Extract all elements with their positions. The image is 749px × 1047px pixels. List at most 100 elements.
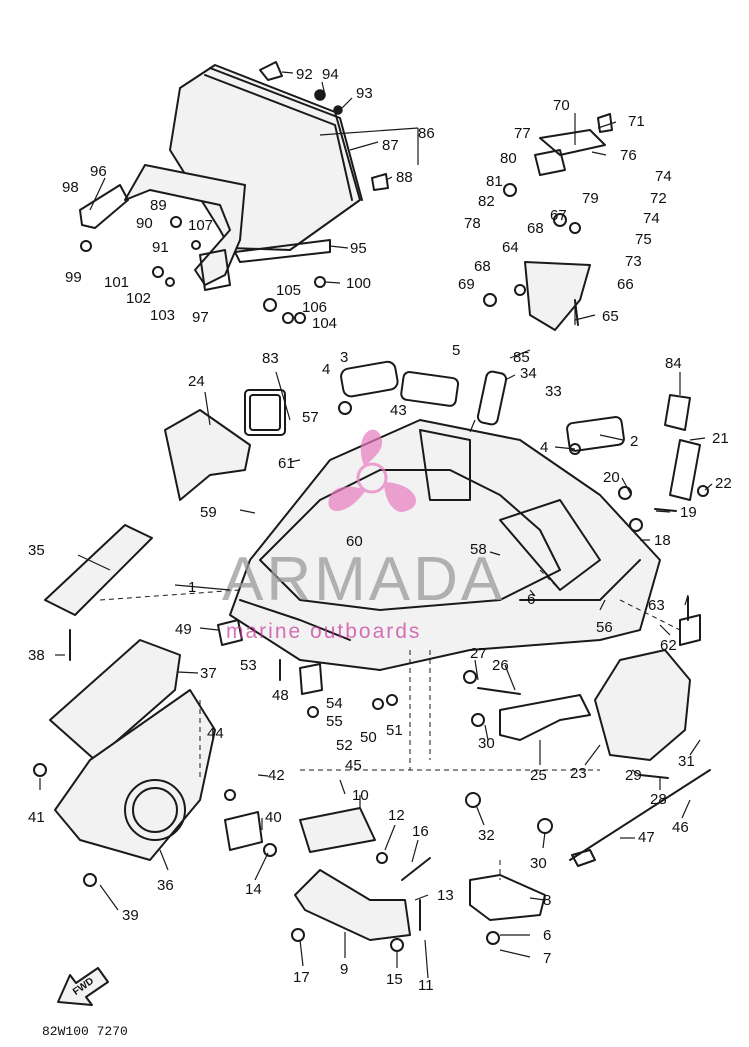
callout-53: 53 bbox=[240, 657, 257, 674]
callout-106: 106 bbox=[302, 299, 327, 316]
callout-83: 83 bbox=[262, 350, 279, 367]
callout-15: 15 bbox=[386, 971, 403, 988]
right-lower-parts bbox=[469, 614, 711, 921]
callout-55: 55 bbox=[326, 713, 343, 730]
callout-43: 43 bbox=[390, 402, 407, 419]
callout-101: 101 bbox=[104, 274, 129, 291]
windshield-assembly bbox=[79, 61, 389, 291]
callout-72: 72 bbox=[650, 190, 667, 207]
callout-73: 73 bbox=[625, 253, 642, 270]
callout-45: 45 bbox=[345, 757, 362, 774]
callout-99: 99 bbox=[65, 269, 82, 286]
callout-10: 10 bbox=[352, 787, 369, 804]
callout-33: 33 bbox=[545, 383, 562, 400]
callout-9: 9 bbox=[340, 961, 348, 978]
callout-18: 18 bbox=[654, 532, 671, 549]
callout-40: 40 bbox=[265, 809, 282, 826]
callout-7: 7 bbox=[543, 950, 551, 967]
callout-31: 31 bbox=[678, 753, 695, 770]
callout-71: 71 bbox=[628, 113, 645, 130]
callout-47: 47 bbox=[638, 829, 655, 846]
callout-42: 42 bbox=[268, 767, 285, 784]
callout-leaders bbox=[39, 71, 713, 979]
vent-covers bbox=[244, 360, 701, 501]
callout-97: 97 bbox=[192, 309, 209, 326]
callout-28: 28 bbox=[650, 791, 667, 808]
callout-37: 37 bbox=[200, 665, 217, 682]
left-side-panels bbox=[44, 409, 251, 861]
callout-30a: 30 bbox=[478, 735, 495, 752]
callout-68a: 68 bbox=[527, 220, 544, 237]
callout-92: 92 bbox=[296, 66, 313, 83]
reference-lines bbox=[99, 569, 681, 880]
callout-52: 52 bbox=[336, 737, 353, 754]
callout-66: 66 bbox=[617, 276, 634, 293]
callout-49: 49 bbox=[175, 621, 192, 638]
callout-50: 50 bbox=[360, 729, 377, 746]
callout-78: 78 bbox=[464, 215, 481, 232]
callout-26: 26 bbox=[492, 657, 509, 674]
callout-94: 94 bbox=[322, 66, 339, 83]
fasteners bbox=[33, 89, 709, 952]
callout-104: 104 bbox=[312, 315, 337, 332]
callout-38: 38 bbox=[28, 647, 45, 664]
callout-100: 100 bbox=[346, 275, 371, 292]
callout-24: 24 bbox=[188, 373, 205, 390]
callout-62: 62 bbox=[660, 637, 677, 654]
callout-93: 93 bbox=[356, 85, 373, 102]
forward-arrow-icon: FWD bbox=[57, 967, 109, 1006]
callout-79: 79 bbox=[582, 190, 599, 207]
callout-74a: 74 bbox=[655, 168, 672, 185]
callout-19: 19 bbox=[680, 504, 697, 521]
callout-95: 95 bbox=[350, 240, 367, 257]
callout-32: 32 bbox=[478, 827, 495, 844]
callout-14: 14 bbox=[245, 881, 262, 898]
callout-17: 17 bbox=[293, 969, 310, 986]
callout-75: 75 bbox=[635, 231, 652, 248]
callout-91: 91 bbox=[152, 239, 169, 256]
watermark-tagline: marine outboards bbox=[226, 620, 421, 643]
callout-57: 57 bbox=[302, 409, 319, 426]
callout-1: 1 bbox=[188, 579, 196, 596]
callout-36: 36 bbox=[157, 877, 174, 894]
callout-46: 46 bbox=[672, 819, 689, 836]
callout-56: 56 bbox=[596, 619, 613, 636]
callout-88: 88 bbox=[396, 169, 413, 186]
callout-48: 48 bbox=[272, 687, 289, 704]
callout-58: 58 bbox=[470, 541, 487, 558]
callout-63: 63 bbox=[648, 597, 665, 614]
callout-20: 20 bbox=[603, 469, 620, 486]
callout-34: 34 bbox=[520, 365, 537, 382]
callout-65: 65 bbox=[602, 308, 619, 325]
callout-89: 89 bbox=[150, 197, 167, 214]
callout-11: 11 bbox=[418, 977, 434, 994]
callout-69: 69 bbox=[458, 276, 475, 293]
callout-80: 80 bbox=[500, 150, 517, 167]
center-lower-parts bbox=[217, 619, 411, 941]
callout-44: 44 bbox=[207, 725, 224, 742]
callout-labels: 1 2 3 4 4 5 6 6 7 8 9 10 11 12 13 14 15 … bbox=[28, 66, 732, 994]
callout-85: 85 bbox=[513, 349, 530, 366]
callout-29: 29 bbox=[625, 767, 642, 784]
callout-41: 41 bbox=[28, 809, 45, 826]
callout-21: 21 bbox=[712, 430, 729, 447]
callout-107: 107 bbox=[188, 217, 213, 234]
callout-39: 39 bbox=[122, 907, 139, 924]
callout-22: 22 bbox=[715, 475, 732, 492]
callout-8: 8 bbox=[543, 892, 551, 909]
watermark-logo-icon bbox=[328, 429, 416, 512]
callout-81: 81 bbox=[486, 173, 503, 190]
callout-70: 70 bbox=[553, 97, 570, 114]
callout-16: 16 bbox=[412, 823, 429, 840]
callout-12: 12 bbox=[388, 807, 405, 824]
callout-51: 51 bbox=[386, 722, 403, 739]
callout-74b: 74 bbox=[643, 210, 660, 227]
diagram-code: 82W100 7270 bbox=[42, 1024, 128, 1039]
callout-4a: 4 bbox=[322, 361, 330, 378]
callout-27: 27 bbox=[470, 645, 487, 662]
callout-13: 13 bbox=[437, 887, 454, 904]
callout-102: 102 bbox=[126, 290, 151, 307]
watermark-brand: ARMADA bbox=[222, 545, 505, 614]
callout-60: 60 bbox=[346, 533, 363, 550]
callout-59: 59 bbox=[200, 504, 217, 521]
